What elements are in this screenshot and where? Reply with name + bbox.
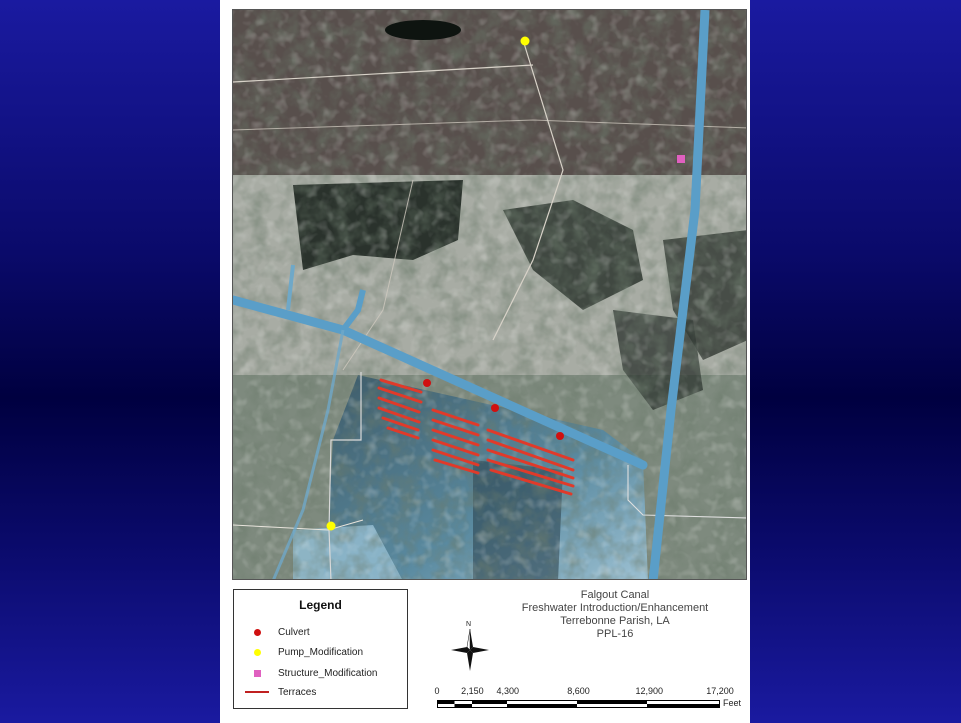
structure-marker xyxy=(677,155,685,163)
aerial-map xyxy=(232,9,747,580)
legend-item-terraces: Terraces xyxy=(244,684,316,700)
pump-dot-icon xyxy=(244,648,270,656)
legend-item-label: Culvert xyxy=(278,626,310,638)
north-arrow: N xyxy=(451,621,489,671)
scale-tick-label: 4,300 xyxy=(496,686,520,696)
pump-marker xyxy=(520,36,530,46)
scale-bar-graphic xyxy=(437,700,720,708)
map-title-block: Falgout Canal Freshwater Introduction/En… xyxy=(470,589,760,641)
culvert-dot-icon xyxy=(244,628,270,636)
scale-tick-label: 8,600 xyxy=(567,686,590,696)
legend-item-culvert: Culvert xyxy=(244,624,310,640)
scale-tick-label: 17,200 xyxy=(706,686,734,696)
legend-title: Legend xyxy=(299,598,342,612)
legend-item-structure: Structure_Modification xyxy=(244,665,378,681)
scale-tick-label: 0 xyxy=(434,686,440,696)
map-title-line: Falgout Canal xyxy=(580,589,650,601)
scale-tick-label: 12,900 xyxy=(635,686,664,696)
north-label: N xyxy=(466,621,472,628)
map-title-line: PPL-16 xyxy=(596,628,634,640)
legend-item-pump: Pump_Modification xyxy=(244,644,363,660)
culvert-marker xyxy=(556,432,564,440)
legend-item-label: Pump_Modification xyxy=(278,646,364,658)
terrace-line-icon xyxy=(244,691,270,693)
scale-tick-label: 2,150 xyxy=(461,686,484,696)
compass-icon xyxy=(451,629,489,671)
scale-bar: 0 2,150 4,300 8,600 12,900 17,200 Feet xyxy=(430,686,742,712)
legend-item-label: Terraces xyxy=(278,686,317,698)
scale-units: Feet xyxy=(723,698,742,708)
legend: Legend Culvert Pump_Modification Structu… xyxy=(233,589,408,709)
culvert-marker xyxy=(491,404,499,412)
terraces xyxy=(377,378,575,496)
map-title-line: Freshwater Introduction/Enhancement xyxy=(521,602,709,614)
structure-square-icon xyxy=(244,669,270,677)
pump-marker xyxy=(326,521,336,531)
map-image xyxy=(233,10,746,579)
legend-item-label: Structure_Modification xyxy=(278,667,378,679)
culvert-marker xyxy=(423,379,431,387)
map-title-line: Terrebonne Parish, LA xyxy=(560,615,670,627)
